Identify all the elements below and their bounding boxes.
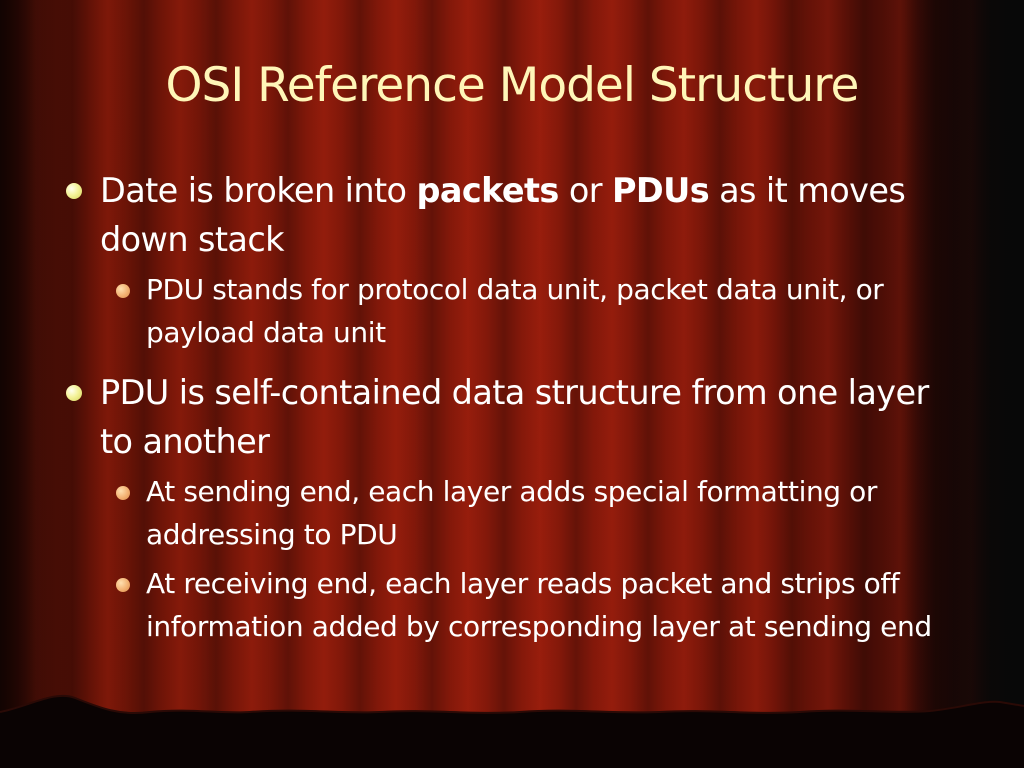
sub-bullet-item: At receiving end, each layer reads packe… xyxy=(100,562,970,648)
bullet-1-text-pre: Date is broken into xyxy=(100,171,417,210)
bullet-dot-icon xyxy=(66,183,82,199)
bullet-1-text-mid: or xyxy=(558,171,612,210)
sub-bullet-text: At receiving end, each layer reads packe… xyxy=(146,567,932,643)
bullet-item-2: PDU is self-contained data structure fro… xyxy=(60,368,970,648)
curtain-shadow-right xyxy=(904,0,1024,768)
slide-title: OSI Reference Model Structure xyxy=(165,58,860,113)
sub-bullet-text: PDU stands for protocol data unit, packe… xyxy=(146,273,884,349)
bullet-dot-icon xyxy=(66,385,82,401)
bullet-1-bold-pdus: PDUs xyxy=(611,171,710,210)
stage-floor-edge xyxy=(0,694,1024,714)
sub-bullet-dot-icon xyxy=(116,284,130,298)
stage-floor xyxy=(0,695,1024,768)
sub-bullet-item: At sending end, each layer adds special … xyxy=(100,470,970,556)
sub-bullet-dot-icon xyxy=(116,578,130,592)
bullet-1-text-post: as it moves down stack xyxy=(100,171,906,259)
sub-bullet-list-2: At sending end, each layer adds special … xyxy=(100,470,970,648)
bullet-2-text: PDU is self-contained data structure fro… xyxy=(100,373,929,461)
sub-bullet-list-1: PDU stands for protocol data unit, packe… xyxy=(100,268,970,354)
curtain-shadow-left xyxy=(0,0,70,768)
bullet-item-1: Date is broken into packets or PDUs as i… xyxy=(60,166,970,354)
bullet-list: Date is broken into packets or PDUs as i… xyxy=(60,166,970,648)
sub-bullet-item: PDU stands for protocol data unit, packe… xyxy=(100,268,970,354)
sub-bullet-text: At sending end, each layer adds special … xyxy=(146,475,878,551)
bullet-1-bold-packets: packets xyxy=(416,171,559,210)
sub-bullet-dot-icon xyxy=(116,486,130,500)
